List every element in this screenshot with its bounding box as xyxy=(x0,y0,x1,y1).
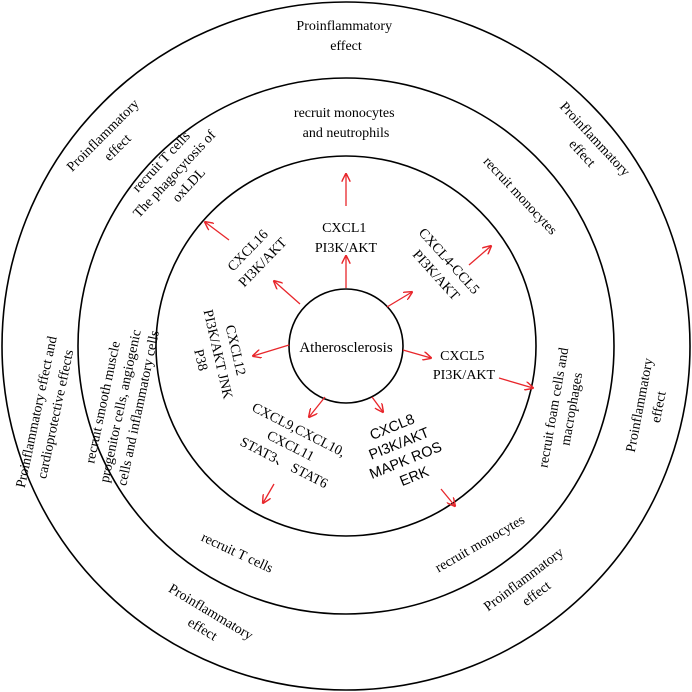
svg-text:recruit smooth muscle pr: recruit smooth muscle progenitor cells, … xyxy=(80,321,163,488)
cxcl1-name: CXCL1 xyxy=(322,221,366,236)
arrow-cxcl16-in xyxy=(274,281,301,305)
cxcl12-p38: P38 xyxy=(190,348,210,373)
arrow-cxcl9-out xyxy=(263,483,275,503)
label-cxcl1: CXCL1 PI3K/AKT xyxy=(315,221,378,256)
label-cxcl4-ccl5: CXCL4-CCL5 PI3K/AKT xyxy=(401,226,484,313)
middle-top-label: recruit monocytes and neutrophils xyxy=(294,106,398,141)
svg-text:recruit monocytes: recruit monocytes xyxy=(433,513,528,576)
svg-text:CXCL16 PI3K/AKT: CXCL16 PI3K/AKT xyxy=(223,222,291,291)
arrow-cxcl16-out xyxy=(205,222,230,241)
label-cxcl8: CXCL8 PI3K/AKT MAPK ROS ERK xyxy=(354,404,455,499)
middle-left-label: recruit smooth muscle progenitor cells, … xyxy=(80,321,163,488)
svg-text:CXCL12 PI3K/AKT JNK: CXCL12 PI3K/AKT JNK P38 xyxy=(182,304,253,408)
arrow-cxcl4-out xyxy=(468,246,491,266)
svg-text:recruit monocytes: recruit monocytes xyxy=(480,154,560,238)
outer-bottom-right-label: Proinflammatory effect xyxy=(481,543,581,630)
svg-text:Proinflammatory effect: Proinflammatory effect xyxy=(624,353,676,457)
arrow-cxcl5-out xyxy=(498,377,533,388)
svg-text:CXCL9,CXCL10, CXCL11: CXCL9,CXCL10, CXCL11 STAT3、 STAT6 xyxy=(233,401,351,495)
svg-text:recruit T cells The phag: recruit T cells The phagocytosis of oxLD… xyxy=(118,113,235,233)
svg-text:recruit T cells: recruit T cells xyxy=(199,530,275,576)
svg-text:Proinflammatory effect: Proinflammatory effect xyxy=(481,543,581,630)
middle-upper-right-label: recruit monocytes xyxy=(480,154,560,238)
outer-top-label: Proinflammatory effect xyxy=(296,19,395,54)
middle-right-label: recruit foam cells and macrophages xyxy=(536,343,590,472)
center-circle xyxy=(288,288,404,404)
outer-right-label: Proinflammatory effect xyxy=(624,353,676,457)
arrow-cxcl9-in xyxy=(309,396,326,417)
middle-ring xyxy=(77,77,615,615)
svg-text:recruit foam cells and m: recruit foam cells and macrophages xyxy=(536,343,590,472)
arrows xyxy=(205,174,533,506)
middle-bottom-right-label: recruit monocytes xyxy=(433,513,528,576)
center-label: Atherosclerosis xyxy=(299,340,392,356)
cxcl5-name: CXCL5 xyxy=(440,349,484,364)
svg-text:CXCL4-CCL5 PI3K/AKT: CXCL4-CCL5 PI3K/AKT xyxy=(401,226,484,313)
outer-left-label: Proinflammatory effect and cardioprotect… xyxy=(14,332,80,494)
arrow-cxcl8-in xyxy=(371,396,383,412)
inner-ring xyxy=(155,155,537,537)
svg-text:CXCL8 PI3K/AKT MAP: CXCL8 PI3K/AKT MAPK ROS ERK xyxy=(354,404,455,499)
arrow-cxcl12-in xyxy=(253,344,290,356)
arrow-cxcl5-in xyxy=(402,349,431,358)
arrow-cxcl8-out xyxy=(440,488,455,506)
label-cxcl9-10-11: CXCL9,CXCL10, CXCL11 STAT3、 STAT6 xyxy=(233,401,351,495)
arrow-cxcl4-in xyxy=(386,292,412,308)
cxcl5-pathway: PI3K/AKT xyxy=(433,368,496,383)
middle-bottom-left-label: recruit T cells xyxy=(199,530,275,576)
label-cxcl16: CXCL16 PI3K/AKT xyxy=(223,222,291,291)
svg-text:Proinflammatory effect and: Proinflammatory effect and cardioprotect… xyxy=(14,332,80,494)
label-cxcl5: CXCL5 PI3K/AKT xyxy=(433,349,496,383)
cxcl1-pathway: PI3K/AKT xyxy=(315,241,378,256)
label-cxcl12: CXCL12 PI3K/AKT JNK P38 xyxy=(182,304,253,408)
middle-upper-left-label: recruit T cells The phagocytosis of oxLD… xyxy=(118,113,235,233)
